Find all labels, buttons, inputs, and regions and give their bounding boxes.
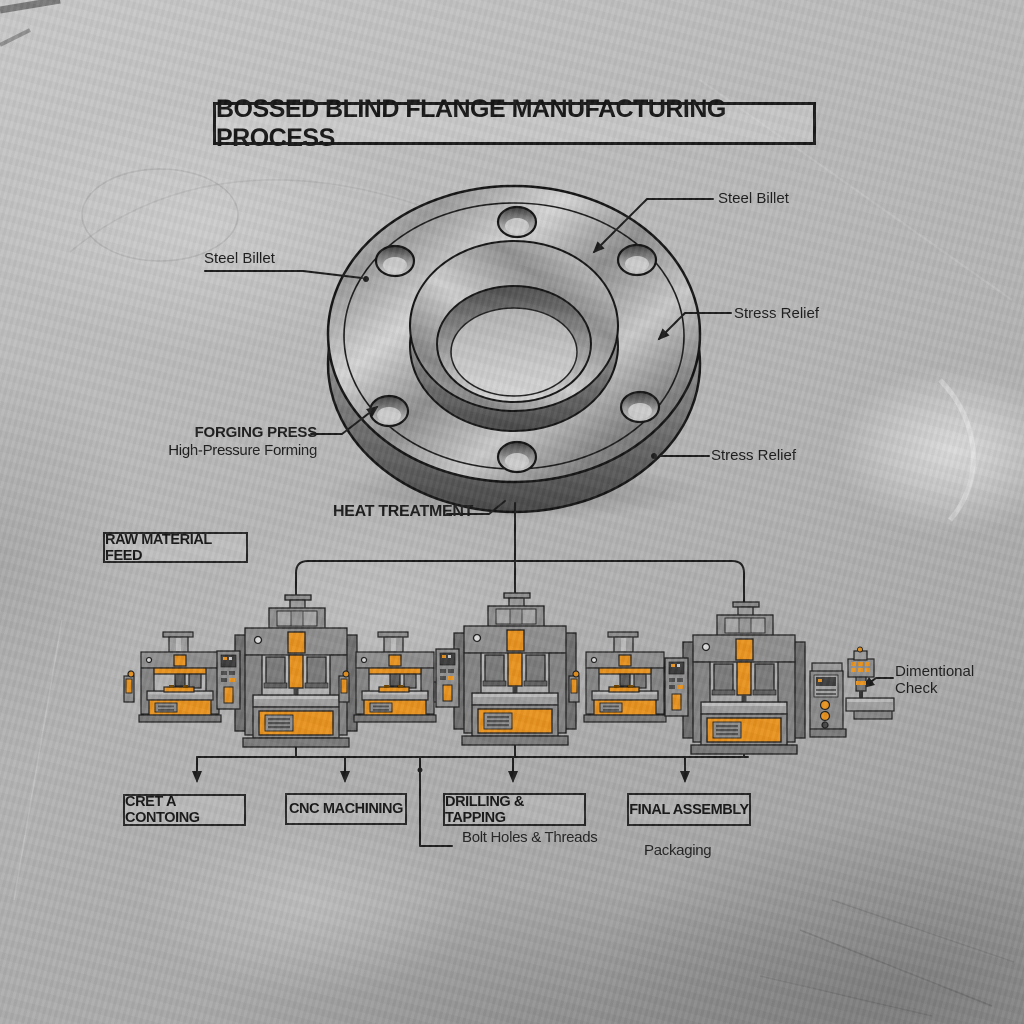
flange-illustration <box>319 184 709 520</box>
machine-inspection-gauge <box>809 646 895 738</box>
note-bolt-holes-threads: Bolt Holes & Threads <box>462 829 598 846</box>
stage-box-cnc-machining: CNC MACHINING <box>285 793 407 825</box>
label-heat-treatment: HEAT TREATMENT <box>333 503 474 520</box>
stage-box-drilling-tapping: DRILLING & TAPPING <box>443 793 586 826</box>
label-steel-billet-right: Steel Billet <box>718 190 789 207</box>
note-packaging: Packaging <box>644 842 712 859</box>
title-box: BOSSED BLIND FLANGE MANUFACTURING PROCES… <box>213 95 816 152</box>
label-steel-billet-left: Steel Billet <box>204 250 275 267</box>
note-dimensional-line1: Dimentional <box>895 663 975 680</box>
label-stress-relief-lower: Stress Relief <box>711 447 797 464</box>
stage-label-cnc-machining: CNC MACHINING <box>288 801 403 817</box>
label-forging-press-block: FORGING PRESS High-Pressure Forming <box>140 424 317 460</box>
note-dimensional-check: Dimentional Check <box>895 663 974 697</box>
page-title: BOSSED BLIND FLANGE MANUFACTURING PROCES… <box>216 94 726 152</box>
connector-lines <box>192 198 894 847</box>
stage-label-final-assembly: FINAL ASSEMBLY <box>629 801 749 818</box>
bolt-holes <box>368 205 661 474</box>
raw-material-feed-label: RAW MATERIAL FEED <box>105 531 212 564</box>
label-stress-relief-upper: Stress Relief <box>734 305 820 322</box>
stage-label-drilling-tapping: DRILLING & TAPPING <box>445 793 524 826</box>
stage-box-final-assembly: FINAL ASSEMBLY <box>627 793 751 826</box>
machine-row <box>123 592 895 755</box>
label-forging-press: FORGING PRESS <box>194 424 318 441</box>
raw-material-feed-box: RAW MATERIAL FEED <box>103 531 248 564</box>
machine-finishing-press-large <box>664 601 806 755</box>
note-dimensional-line2: Check <box>895 680 938 697</box>
stage-label-coating: CRET A CONTOING <box>125 794 200 826</box>
stage-box-coating: CRET A CONTOING <box>123 794 246 826</box>
machine-forging-press-large <box>216 594 358 748</box>
label-high-pressure-forming: High-Pressure Forming <box>168 442 317 459</box>
machine-hydraulic-press-center <box>435 592 577 746</box>
